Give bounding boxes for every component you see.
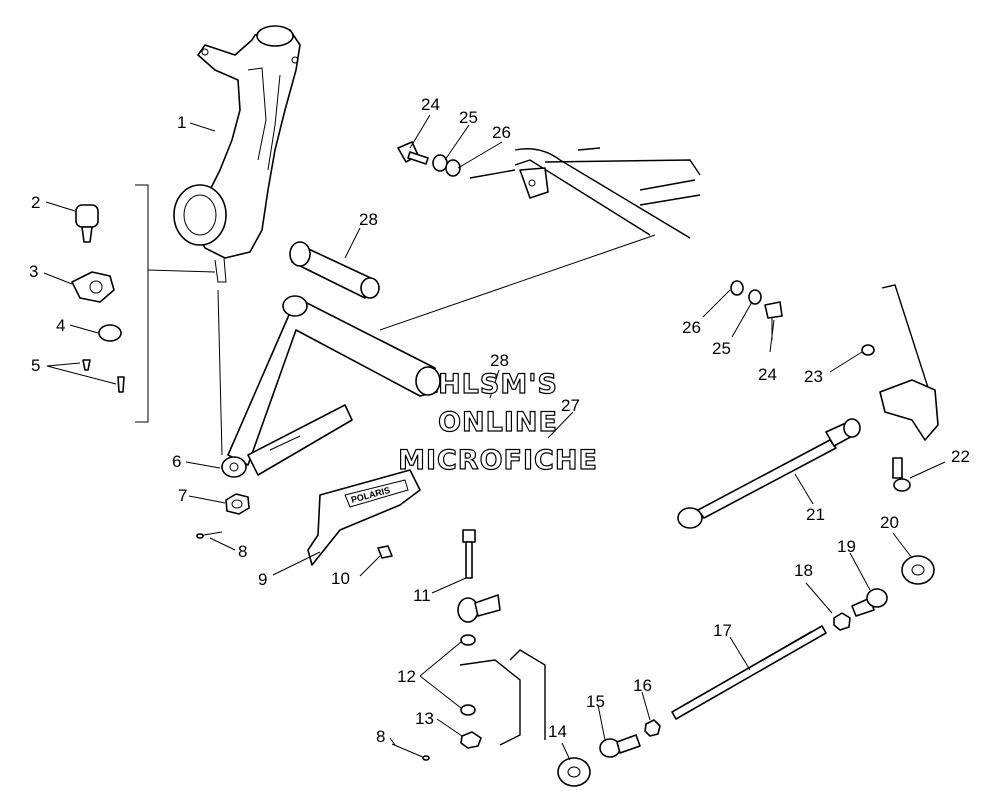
- watermark-line-2: ONLINE: [438, 407, 558, 438]
- castle-nut: [225, 493, 250, 515]
- spindle-knuckle: [173, 25, 301, 283]
- rod-end-20: [901, 555, 935, 585]
- bolt-washers-upper: [397, 141, 461, 177]
- callout-19: 19: [837, 537, 856, 556]
- a-arm: [221, 295, 441, 478]
- screws: [82, 359, 125, 393]
- callout-26-upper: 26: [492, 123, 511, 142]
- leader-lines: [43, 114, 946, 761]
- long-bolt: [462, 529, 476, 579]
- callout-4: 4: [56, 316, 65, 335]
- rod-end-15: [599, 734, 641, 758]
- callout-22: 22: [951, 447, 970, 466]
- callout-1: 1: [177, 113, 186, 132]
- callout-26-right: 26: [682, 318, 701, 337]
- callout-16: 16: [633, 676, 652, 695]
- callout-14: 14: [548, 722, 567, 741]
- callout-9: 9: [258, 570, 267, 589]
- callout-11: 11: [413, 586, 431, 605]
- callout-24-upper: 24: [421, 95, 440, 114]
- callout-20: 20: [880, 513, 899, 532]
- ball-joint-plate: [71, 271, 115, 303]
- guard-bolt: [377, 545, 393, 559]
- callout-3: 3: [29, 262, 38, 281]
- callout-21: 21: [806, 505, 825, 524]
- watermark: HLSM'S ONLINE MICROFICHE: [397, 368, 598, 476]
- callout-17: 17: [713, 621, 732, 640]
- callout-6: 6: [172, 452, 181, 471]
- inner-tie-rod-end: [457, 594, 546, 749]
- rod-end-19: [851, 588, 888, 617]
- a-arm-guard: POLARIS: [307, 469, 421, 566]
- bushing-tube: [289, 241, 380, 299]
- callout-25-right: 25: [712, 339, 731, 358]
- callout-18: 18: [794, 561, 813, 580]
- callout-28-upper: 28: [359, 210, 378, 229]
- tie-rod-assembly: [677, 418, 861, 529]
- steering-post: [861, 284, 939, 492]
- watermark-line-1: HLSM'S: [438, 369, 558, 400]
- callout-12: 12: [397, 667, 416, 686]
- callout-25-upper: 25: [459, 108, 478, 127]
- jam-nut-18: [833, 612, 851, 631]
- dust-cap: [98, 324, 122, 342]
- rod-end-14: [557, 757, 591, 787]
- bracket-2-5: [135, 184, 223, 456]
- callout-5: 5: [31, 356, 40, 375]
- cotter-pin-lower: [391, 743, 430, 761]
- callout-27: 27: [561, 396, 580, 415]
- callout-8-lower: 8: [376, 727, 385, 746]
- callout-15: 15: [586, 692, 605, 711]
- jam-nut-16: [644, 719, 661, 737]
- cotter-pin-upper: [196, 531, 223, 539]
- callout-7: 7: [178, 486, 187, 505]
- callout-23: 23: [804, 367, 823, 386]
- ball-joint: [75, 204, 99, 243]
- callout-24-right: 24: [758, 365, 777, 384]
- callout-13: 13: [415, 709, 434, 728]
- callout-labels: 1 2 3 4 5 6 7 8 9 10 11 12 13 8 14 15 16…: [29, 95, 970, 746]
- callout-10: 10: [331, 569, 350, 588]
- tie-rod: [671, 625, 827, 720]
- callout-28-lower: 28: [490, 351, 509, 370]
- callout-2: 2: [31, 193, 40, 212]
- frame-rails: [379, 147, 701, 331]
- watermark-line-3: MICROFICHE: [398, 445, 598, 476]
- bolt-washers-right: [730, 280, 783, 340]
- callout-8-upper: 8: [238, 542, 247, 561]
